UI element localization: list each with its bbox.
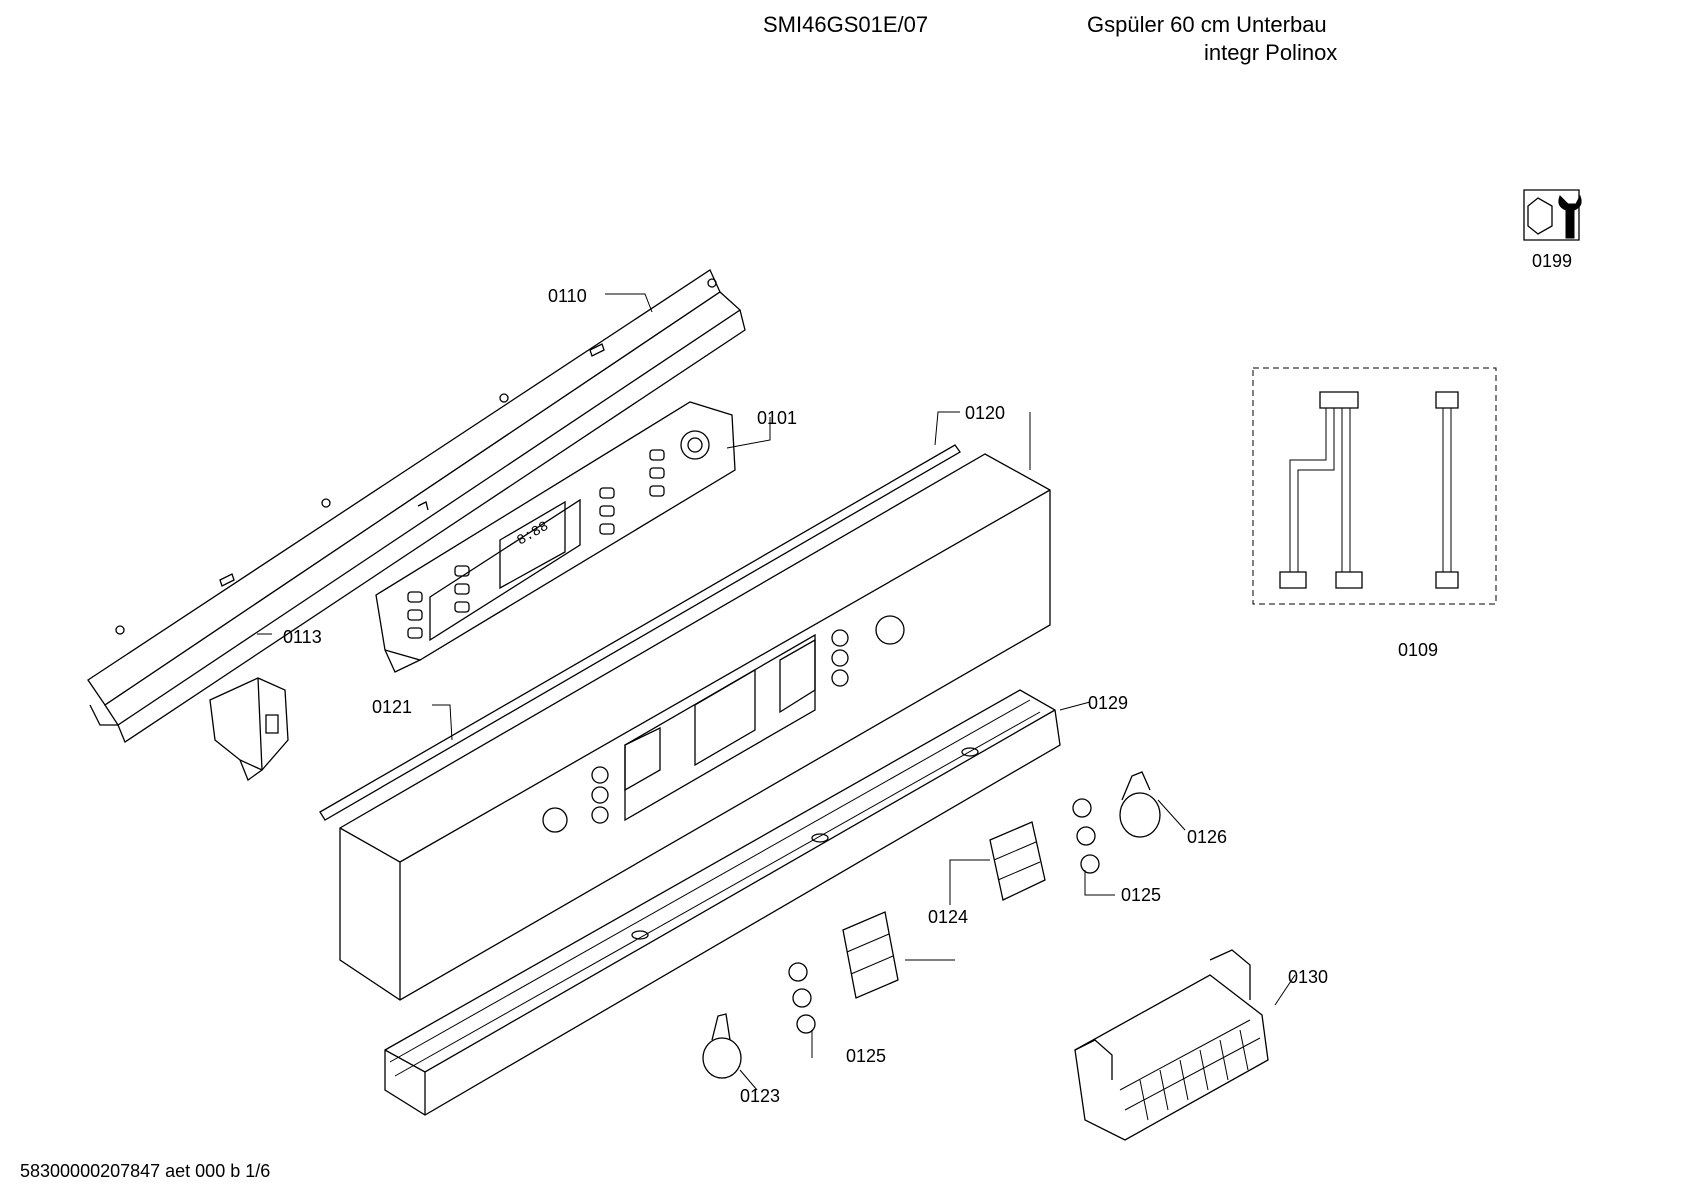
leader-lines — [257, 294, 1295, 1090]
control-module[interactable]: 8:88 — [376, 402, 735, 672]
part-label-0110: 0110 — [548, 286, 587, 306]
part-label-0101: 0101 — [757, 408, 798, 428]
part-label-0120: 0120 — [965, 403, 1006, 423]
button-strip-lower[interactable] — [843, 912, 898, 998]
part-label-0109: 0109 — [1398, 640, 1439, 660]
cable-harness[interactable] — [1253, 368, 1496, 604]
mounting-rail[interactable] — [88, 270, 745, 742]
part-label-0123: 0123 — [740, 1086, 781, 1106]
push-buttons-upper[interactable] — [1073, 799, 1099, 873]
bracket[interactable] — [210, 678, 288, 780]
part-label-0125-upper: 0125 — [1121, 885, 1162, 905]
service-tool-icon[interactable] — [1524, 190, 1581, 240]
description-line-1: Gspüler 60 cm Unterbau — [1087, 12, 1327, 37]
part-label-0124: 0124 — [928, 907, 969, 927]
control-panel-fascia[interactable] — [340, 454, 1050, 1000]
part-label-0129: 0129 — [1088, 693, 1129, 713]
document-id: 58300000207847 aet 000 b 1/6 — [20, 1161, 271, 1181]
keyboard-frame[interactable] — [1075, 950, 1268, 1140]
lower-trim-frame[interactable] — [385, 690, 1060, 1115]
part-label-0121: 0121 — [372, 697, 413, 717]
part-label-0126: 0126 — [1187, 827, 1228, 847]
part-label-0125-lower: 0125 — [846, 1046, 887, 1066]
description-line-2: integr Polinox — [1204, 40, 1338, 65]
knob[interactable] — [1120, 772, 1160, 837]
part-label-0199: 0199 — [1532, 251, 1573, 271]
button-strip-upper[interactable] — [990, 822, 1045, 900]
part-label-0130: 0130 — [1288, 967, 1329, 987]
part-label-0113: 0113 — [283, 627, 322, 647]
seal-strip[interactable] — [320, 445, 960, 820]
model-number: SMI46GS01E/07 — [763, 12, 929, 37]
knob-lower[interactable] — [703, 1014, 741, 1078]
push-buttons-lower[interactable] — [789, 963, 815, 1033]
